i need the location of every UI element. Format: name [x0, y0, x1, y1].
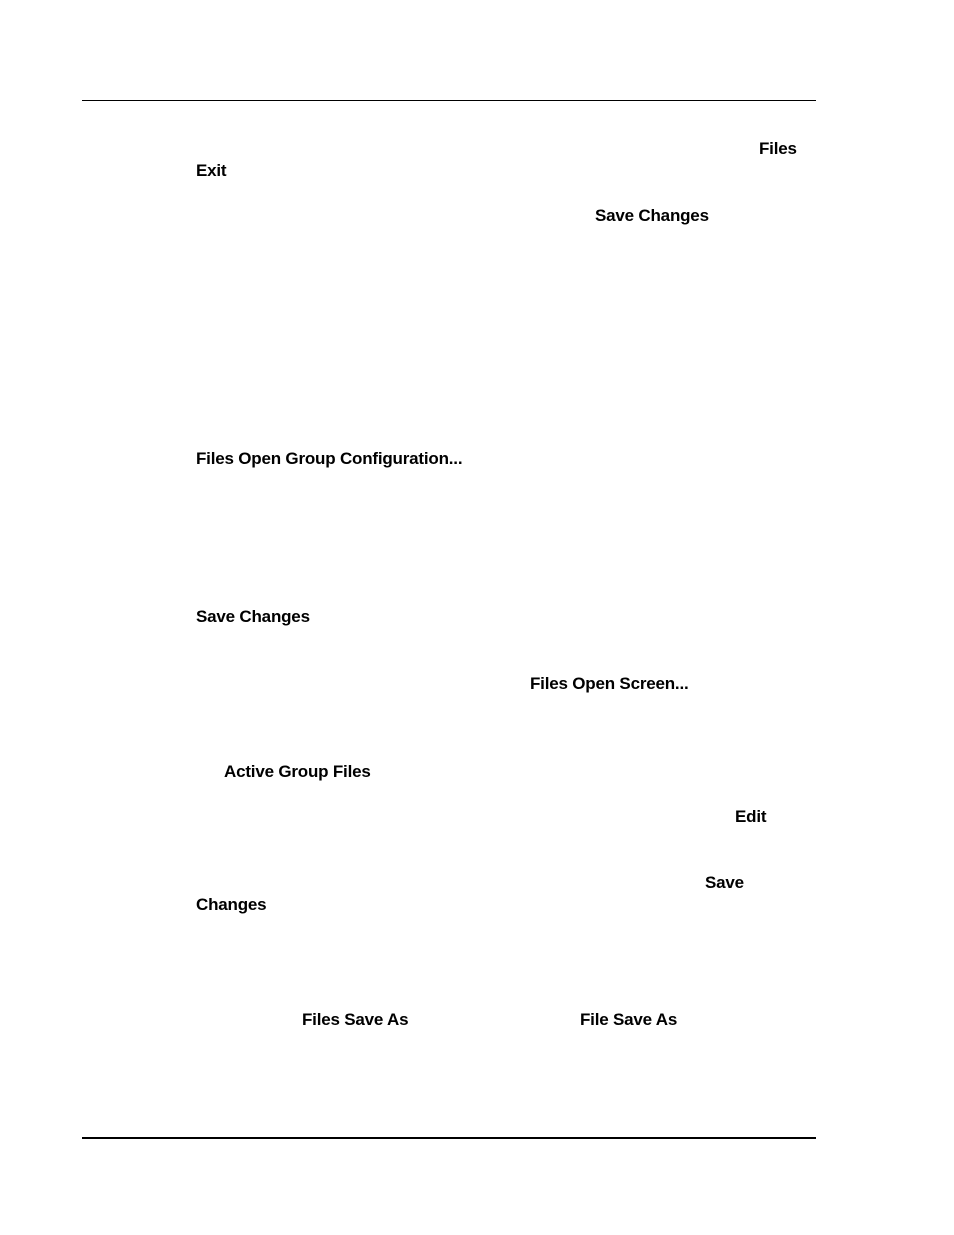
term-files-save-as: Files Save As	[302, 1010, 409, 1029]
term-active-group-files: Active Group Files	[224, 762, 371, 781]
header-rule	[82, 100, 816, 101]
term-file-save-as: File Save As	[580, 1010, 678, 1029]
term-files-open-group-configuration: Files Open Group Configuration...	[196, 449, 463, 468]
term-files-open-screen: Files Open Screen...	[530, 674, 689, 693]
term-save-changes: Save Changes	[196, 607, 310, 626]
term-exit: Exit	[196, 161, 227, 180]
term-save: Save	[705, 873, 744, 892]
term-files: Files	[759, 139, 797, 158]
footer-rule	[82, 1137, 816, 1139]
term-edit: Edit	[735, 807, 767, 826]
term-changes: Changes	[196, 895, 267, 914]
term-save-changes: Save Changes	[595, 206, 709, 225]
